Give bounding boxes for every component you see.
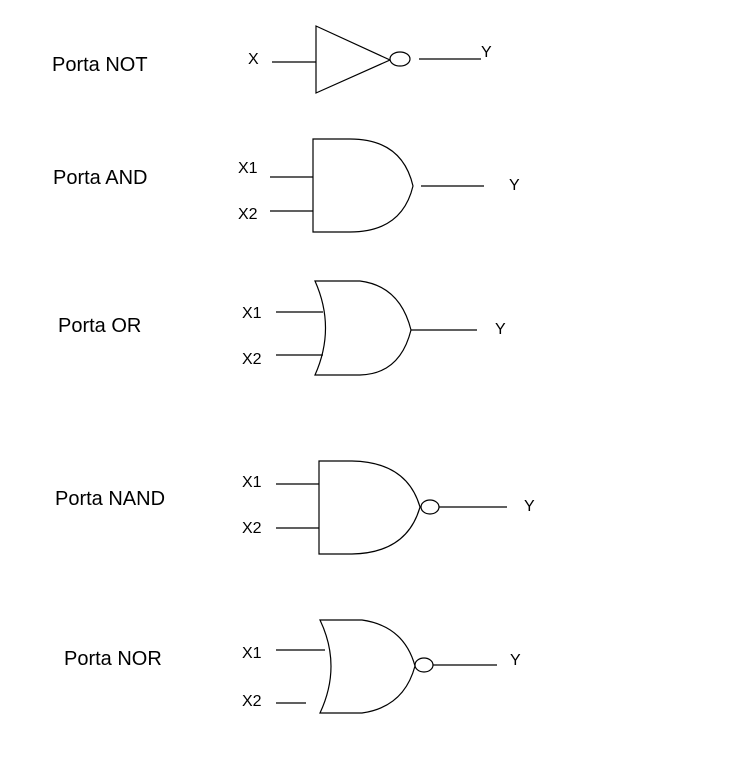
nand-gate-title: Porta NAND <box>55 488 165 510</box>
nor-gate-title: Porta NOR <box>64 648 162 670</box>
not-gate: Porta NOT X Y <box>52 25 492 94</box>
and-gate: Porta AND X1 X2 Y <box>53 138 520 233</box>
or-output-y-label: Y <box>495 321 506 338</box>
nand-gate: Porta NAND X1 X2 Y <box>55 460 535 555</box>
not-inversion-bubble <box>389 51 411 67</box>
nor-output-y-label: Y <box>510 652 521 669</box>
and-gate-body <box>312 138 414 233</box>
or-gate: Porta OR X1 X2 Y <box>58 280 506 376</box>
not-gate-title: Porta NOT <box>52 54 148 76</box>
nor-gate: Porta NOR X1 X2 Y <box>64 619 521 714</box>
or-gate-title: Porta OR <box>58 315 141 337</box>
and-gate-title: Porta AND <box>53 167 147 189</box>
nand-input-x2-label: X2 <box>242 520 262 537</box>
not-input-x-label: X <box>248 51 259 68</box>
nand-output-y-label: Y <box>524 498 535 515</box>
and-output-y-label: Y <box>509 177 520 194</box>
or-input-x1-label: X1 <box>242 305 262 322</box>
nor-gate-body <box>319 619 416 714</box>
nor-inversion-bubble <box>414 657 434 673</box>
or-gate-body <box>314 280 412 376</box>
nand-input-x1-label: X1 <box>242 474 262 491</box>
and-input-x1-label: X1 <box>238 160 258 177</box>
not-gate-triangle <box>315 25 392 94</box>
or-input-x2-label: X2 <box>242 351 262 368</box>
nand-inversion-bubble <box>420 499 440 515</box>
not-output-y-label: Y <box>481 44 492 61</box>
nor-input-x2-label: X2 <box>242 693 262 710</box>
nor-input-x1-label: X1 <box>242 645 262 662</box>
and-input-x2-label: X2 <box>238 206 258 223</box>
nand-gate-body <box>318 460 421 555</box>
